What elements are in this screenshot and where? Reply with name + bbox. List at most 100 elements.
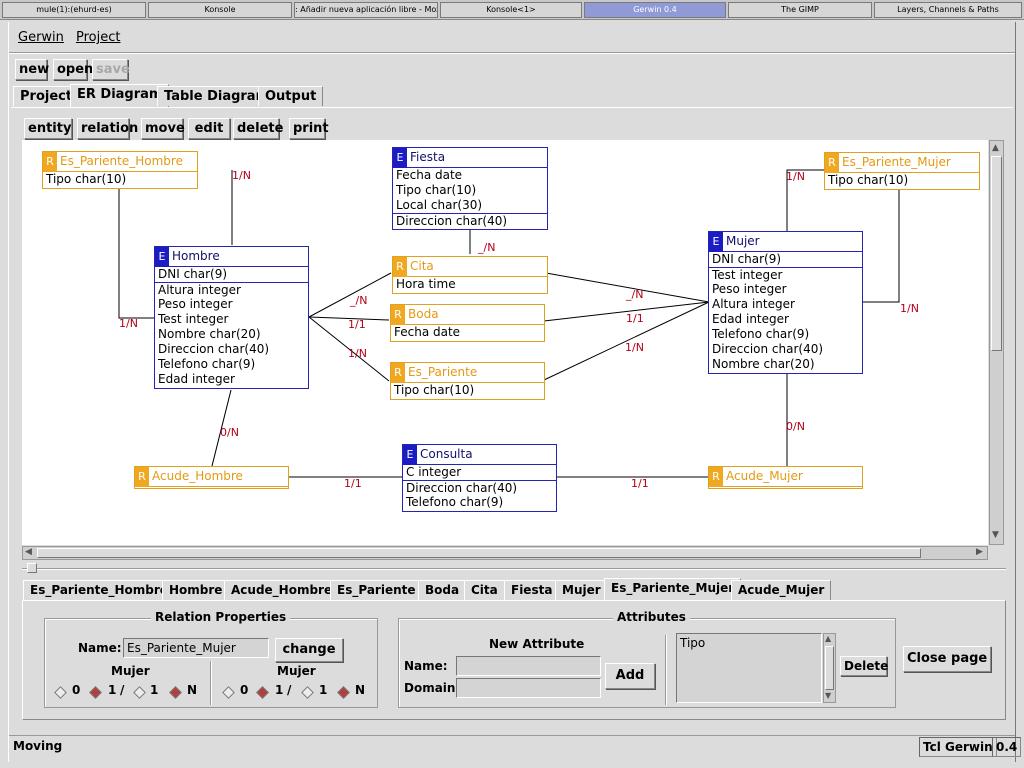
open-button[interactable]: open — [53, 59, 93, 80]
task-konsole[interactable]: Konsole — [148, 2, 292, 18]
delete-tool-button[interactable]: delete — [233, 118, 283, 139]
page-tab-bar: Es_Pariente_Hombre Hombre Acude_Hombre E… — [23, 578, 1003, 601]
status-divider — [9, 735, 1015, 736]
page-tab-es-pariente-hombre[interactable]: Es_Pariente_Hombre — [23, 580, 175, 600]
cardinality-label: 1/N — [625, 341, 644, 354]
cardinality-label: 1/1 — [631, 477, 649, 490]
menu-gerwin[interactable]: Gerwin — [18, 30, 64, 45]
new-button[interactable]: new — [15, 59, 49, 80]
page-tab-acude-mujer[interactable]: Acude_Mujer — [731, 580, 832, 600]
change-button[interactable]: change — [275, 638, 343, 662]
cardinality-label: 1/1 — [348, 318, 366, 331]
main-tab-bar: Project ER Diagram Table Diagram Output — [11, 84, 1015, 108]
cardinality-divider — [210, 661, 212, 705]
scroll-left-arrow-icon[interactable]: ◀ — [25, 547, 32, 557]
delete-attribute-button[interactable]: Delete — [840, 656, 888, 676]
page-tab-hombre[interactable]: Hombre — [162, 580, 230, 600]
edit-tool-button[interactable]: edit — [188, 118, 230, 139]
cardinality-label: 0/N — [220, 426, 239, 439]
page-tab-es-pariente[interactable]: Es_Pariente — [330, 580, 423, 600]
task-mozilla[interactable]: : Añadir nueva aplicación libre - Moz... — [294, 2, 438, 18]
cardinality-label: 1/N — [786, 170, 805, 183]
menu-project[interactable]: Project — [76, 30, 121, 45]
line-hombre-espariente — [308, 316, 390, 382]
new-attribute-title: New Attribute — [489, 637, 585, 651]
vertical-scrollbar[interactable]: ▲ ▼ — [989, 140, 1004, 545]
relation-name-label: Name: — [78, 641, 122, 655]
attribute-list-scrollbar[interactable]: ▲ ▼ — [823, 633, 836, 703]
cardinality-label: 0/N — [786, 420, 805, 433]
attribute-scroll-thumb[interactable] — [825, 646, 834, 690]
page-tab-es-pariente-mujer[interactable]: Es_Pariente_Mujer — [604, 578, 742, 601]
line-espm-mujer-right — [863, 188, 900, 303]
attribute-name-input[interactable] — [456, 656, 601, 676]
status-version: 0.4 — [992, 737, 1022, 757]
relation-tool-button[interactable]: relation — [77, 118, 138, 139]
task-mule[interactable]: mule(1):(ehurd-es) — [2, 2, 146, 18]
print-tool-button[interactable]: print — [289, 118, 329, 139]
left-max-1-label: 1 — [150, 683, 159, 697]
tab-output[interactable]: Output — [258, 86, 324, 106]
page-tab-boda[interactable]: Boda — [418, 580, 467, 600]
page-panel: Relation Properties Name: Es_Pariente_Mu… — [22, 600, 1006, 720]
line-espm-mujer-top — [786, 169, 824, 232]
pane-divider[interactable] — [22, 568, 1006, 570]
relation-name-input[interactable]: Es_Pariente_Mujer — [123, 638, 269, 658]
scroll-down-arrow-icon[interactable]: ▼ — [992, 530, 999, 540]
horizontal-scrollbar[interactable]: ◀ ▶ — [22, 546, 988, 560]
scroll-up-arrow-icon[interactable]: ▲ — [992, 143, 999, 153]
attribute-name-label: Name: — [404, 659, 448, 673]
attribute-list[interactable]: Tipo — [676, 633, 822, 703]
save-button[interactable]: save — [92, 59, 130, 80]
task-layers[interactable]: Layers, Channels & Paths — [874, 2, 1022, 18]
scroll-down-arrow-icon[interactable]: ▼ — [825, 691, 832, 700]
task-konsole-1[interactable]: Konsole<1> — [440, 2, 582, 18]
task-gimp[interactable]: The GIMP — [728, 2, 872, 18]
attribute-domain-input[interactable] — [456, 678, 601, 698]
horizontal-scroll-thumb[interactable] — [37, 548, 921, 558]
page-tab-fiesta[interactable]: Fiesta — [504, 580, 560, 600]
tab-table-diagram[interactable]: Table Diagram — [157, 86, 277, 106]
left-max-n-label: N — [187, 683, 198, 697]
close-page-button[interactable]: Close page — [903, 646, 991, 672]
status-text: Moving — [13, 739, 63, 753]
cardinality-label: 1/N — [232, 169, 251, 182]
tab-er-diagram[interactable]: ER Diagram — [70, 84, 170, 107]
entity-tool-button[interactable]: entity — [24, 118, 72, 139]
cardinality-label: 1/N — [348, 347, 367, 360]
scroll-right-arrow-icon[interactable]: ▶ — [976, 547, 983, 557]
cardinality-label: 1/1 — [344, 477, 362, 490]
relationship-lines — [118, 169, 900, 478]
add-attribute-button[interactable]: Add — [605, 663, 655, 689]
scroll-up-arrow-icon[interactable]: ▲ — [825, 634, 832, 643]
tab-project[interactable]: Project — [13, 86, 80, 106]
line-boda-mujer — [543, 301, 710, 322]
page-tab-cita[interactable]: Cita — [464, 580, 505, 600]
vertical-scroll-thumb[interactable] — [991, 156, 1002, 351]
right-max-1-label: 1 — [319, 683, 328, 697]
menu-divider — [9, 52, 1015, 54]
line-cita-mujer — [545, 272, 710, 303]
line-hombre-boda — [308, 316, 390, 321]
pane-sash-handle[interactable] — [27, 563, 37, 573]
page-tab-acude-hombre[interactable]: Acude_Hombre — [224, 580, 340, 600]
task-gerwin[interactable]: Gerwin 0.4 — [584, 2, 726, 18]
move-tool-button[interactable]: move — [141, 118, 185, 139]
cardinality-label: _/N — [478, 241, 496, 254]
attribute-list-item[interactable]: Tipo — [680, 636, 706, 650]
page-tab-mujer[interactable]: Mujer — [555, 580, 608, 600]
left-slash-label: / — [120, 683, 125, 697]
attributes-divider — [665, 635, 667, 705]
